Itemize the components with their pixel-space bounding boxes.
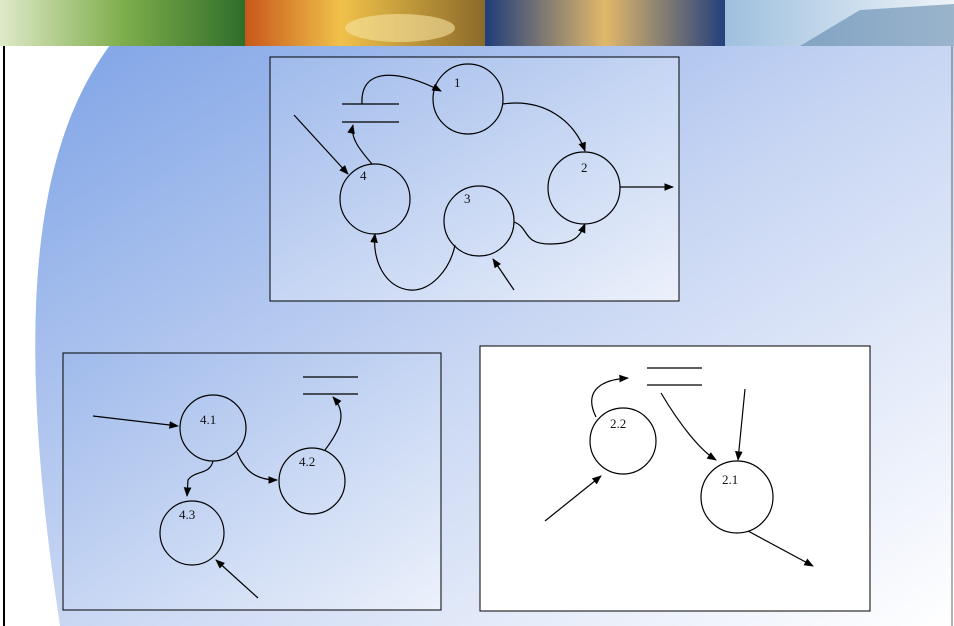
banner-photo-lab [485, 0, 725, 46]
process-label-3: 3 [464, 191, 471, 206]
flow-4-1-to-4-3 [183, 460, 214, 497]
flow-store-to-2-1 [660, 392, 717, 461]
flow-in-to-2-1 [735, 388, 746, 461]
flow-3-to-4 [370, 233, 456, 291]
flow-in-to-2-2 [544, 475, 602, 522]
dfd-process4-diagram: 4.1 4.2 4.3 [62, 352, 442, 611]
process-label-4-2: 4.2 [299, 454, 315, 469]
flow-in-to-4-1 [92, 415, 179, 429]
flow-4-to-store [347, 124, 373, 165]
flow-4-1-to-4-2 [236, 451, 278, 484]
process-label-1: 1 [454, 75, 461, 90]
flow-4-2-to-store [324, 396, 342, 451]
flow-1-to-2 [502, 102, 586, 152]
process-label-4-3: 4.3 [179, 507, 195, 522]
dfd-level0-diagram: 1 2 3 4 [269, 56, 680, 302]
flow-2-1-out [747, 530, 814, 567]
flow-2-2-to-store [591, 374, 629, 418]
process-label-4-1: 4.1 [200, 412, 216, 427]
data-store [303, 376, 358, 395]
process-label-2-2: 2.2 [610, 416, 626, 431]
data-store [647, 367, 702, 386]
process-bubble-2-2 [589, 407, 657, 475]
process-bubble-3 [443, 185, 515, 257]
process-bubble-4-2 [278, 447, 346, 515]
header-banner [0, 0, 954, 46]
dfd-process4-frame [62, 352, 442, 611]
slide-left-edge [0, 45, 110, 626]
flow-in-to-4 [293, 114, 349, 175]
flow-3-to-2 [513, 221, 586, 245]
process-label-2: 2 [581, 160, 588, 175]
dfd-level0-frame [269, 56, 680, 302]
dfd-process2-frame [479, 345, 871, 612]
flow-in-to-3 [492, 258, 515, 291]
flow-store-to-1 [361, 74, 442, 105]
banner-photo-laptop [0, 0, 245, 46]
flow-in-to-4-3 [215, 559, 259, 599]
dfd-process2-diagram: 2.2 2.1 [479, 345, 871, 612]
process-label-4: 4 [360, 168, 367, 183]
process-label-2-1: 2.1 [722, 472, 738, 487]
process-bubble-4-3 [159, 500, 225, 566]
process-bubble-1 [432, 63, 504, 135]
process-bubble-2-1 [700, 460, 774, 534]
data-store [342, 103, 399, 123]
